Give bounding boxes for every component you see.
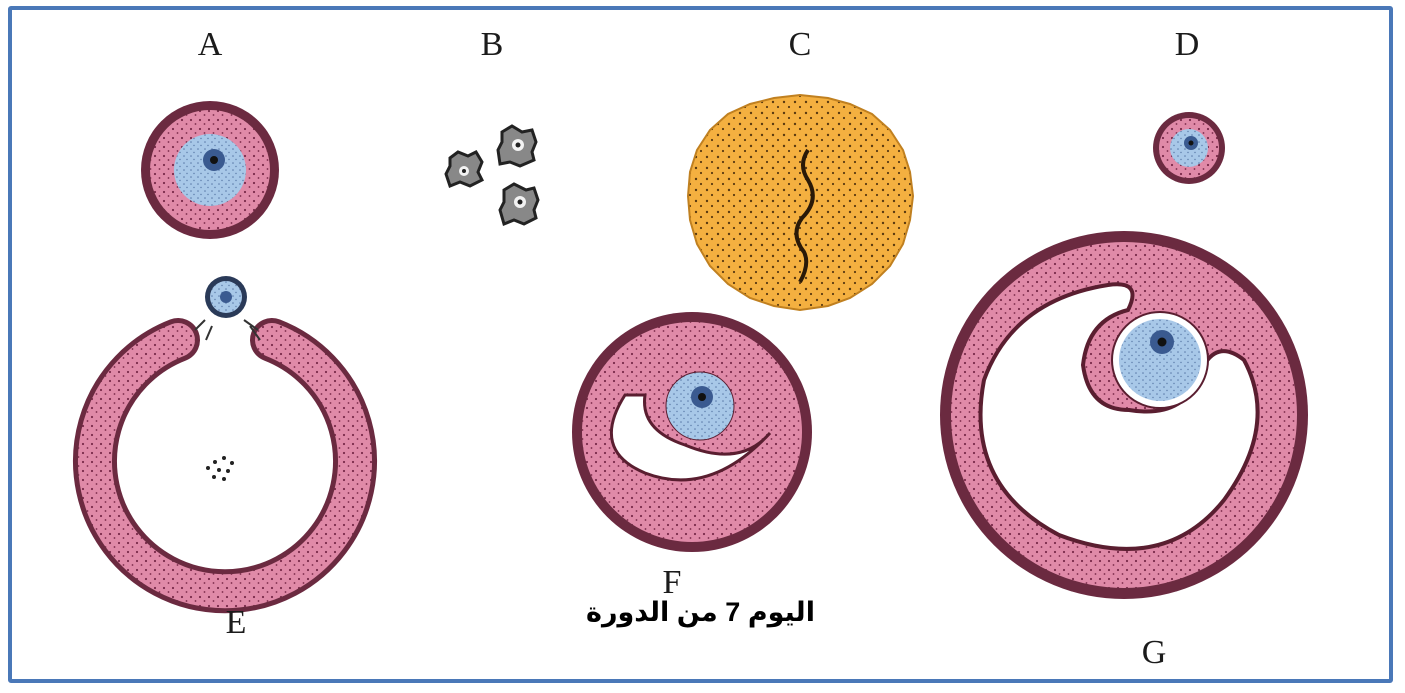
label-f: F xyxy=(663,566,682,600)
stromal-cells-b xyxy=(446,126,538,224)
label-a: A xyxy=(198,28,223,62)
label-d: D xyxy=(1175,28,1200,62)
follicle-d xyxy=(1153,112,1225,184)
label-g: G xyxy=(1142,636,1167,670)
follicle-a xyxy=(141,101,279,239)
label-b: B xyxy=(481,28,504,62)
follicle-f xyxy=(572,312,812,552)
graafian-follicle-g xyxy=(940,231,1308,599)
ruptured-follicle-e xyxy=(95,276,355,591)
corpus-luteum-c xyxy=(688,95,913,310)
caption-day-7: اليوم 7 من الدورة xyxy=(586,597,815,628)
label-c: C xyxy=(789,28,812,62)
label-e: E xyxy=(226,606,247,640)
